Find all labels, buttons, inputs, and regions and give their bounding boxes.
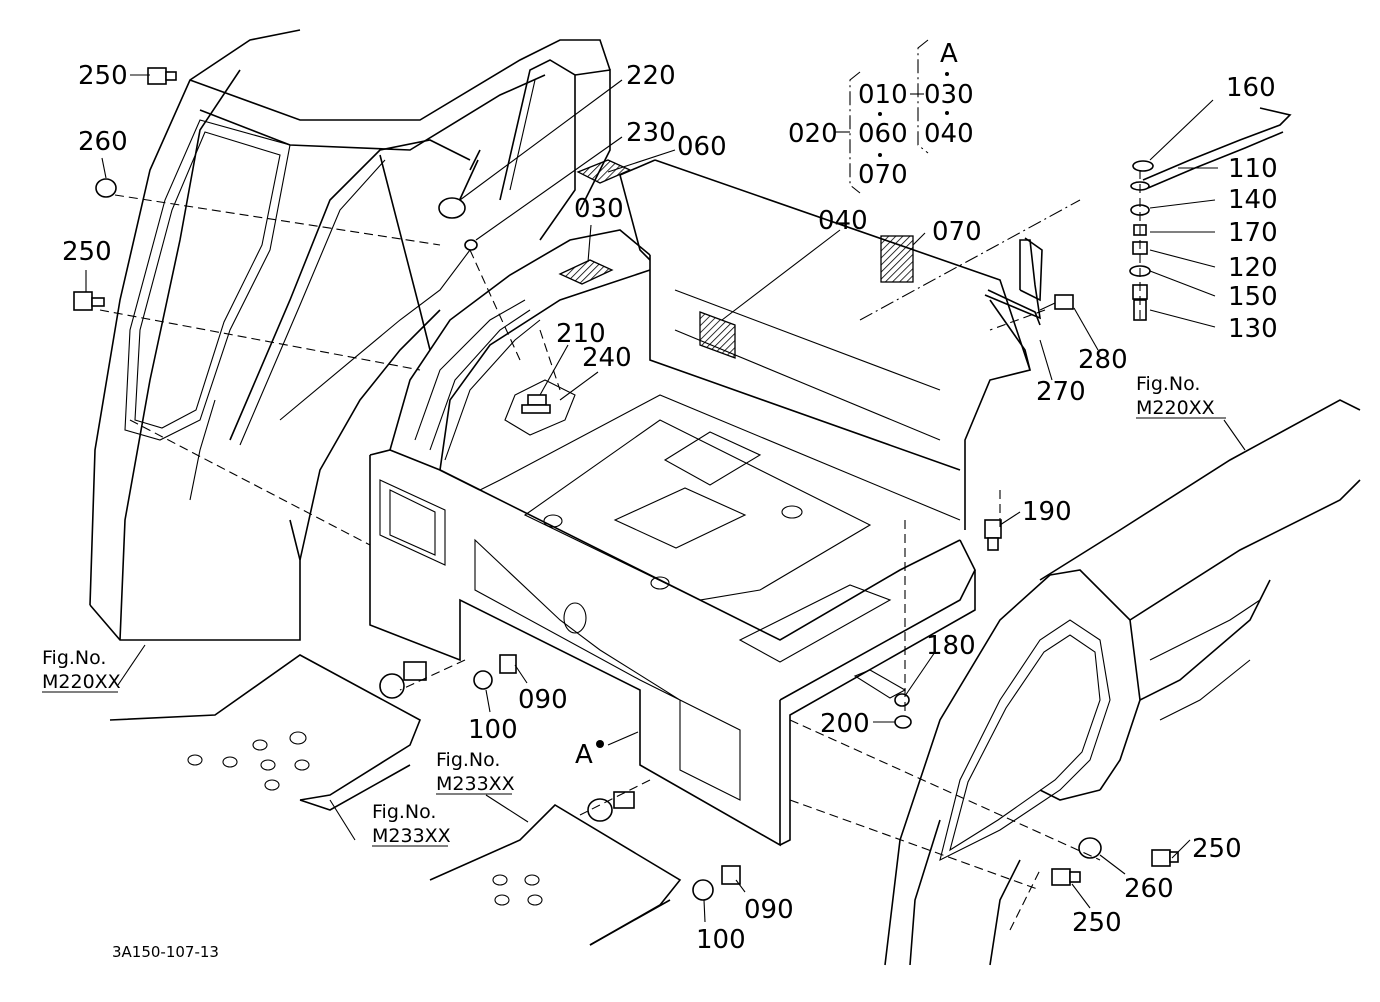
fig-ref-right-number: M220XX: [1136, 397, 1215, 419]
right-fender: [884, 399, 1361, 966]
callout-240: 240: [582, 343, 632, 373]
fig-ref-mid-label: Fig.No.: [436, 749, 500, 771]
left-step-plate: [109, 654, 422, 811]
legend-dot-2: [878, 153, 882, 157]
callout-160: 160: [1226, 73, 1276, 103]
fig-ref-low-label: Fig.No.: [372, 801, 436, 823]
legend-brackets: [835, 39, 949, 194]
fig-ref-left-label: Fig.No.: [42, 647, 106, 669]
callout-200: 200: [820, 709, 870, 739]
alignment-lines: [99, 170, 1141, 931]
leader-lines: [85, 74, 1246, 923]
grommet-230: [464, 239, 478, 251]
callout-250-top-left: 250: [78, 61, 128, 91]
callout-250-bottom-right-1: 250: [1192, 834, 1242, 864]
bolt-280: [1039, 294, 1074, 311]
legend-a: A: [940, 39, 958, 69]
callout-110: 110: [1228, 154, 1278, 184]
bracket-270: [987, 237, 1043, 326]
callout-060: 060: [677, 132, 727, 162]
bolt-250-tl: [147, 67, 177, 85]
callout-140: 140: [1228, 185, 1278, 215]
legend-dot-3: [945, 72, 949, 76]
fig-ref-low-number: M233XX: [372, 825, 451, 847]
bolt-250-br1: [1151, 849, 1179, 867]
callout-090-right: 090: [744, 895, 794, 925]
legend-030: 030: [924, 80, 974, 110]
decal-040: [699, 311, 736, 359]
left-fender: [89, 29, 611, 641]
legend-070: 070: [858, 160, 908, 190]
legend-060: 060: [858, 119, 908, 149]
latch-210: [504, 379, 576, 436]
callout-260-left: 260: [78, 127, 128, 157]
callout-190: 190: [1022, 497, 1072, 527]
callout-260-bottom-right: 260: [1124, 874, 1174, 904]
callout-230: 230: [626, 118, 676, 148]
decal-060: [576, 159, 632, 184]
pad-180: [853, 669, 910, 707]
callout-130: 130: [1228, 314, 1278, 344]
callout-030: 030: [574, 194, 624, 224]
fig-ref-left-number: M220XX: [42, 671, 121, 693]
callout-100-left: 100: [468, 715, 518, 745]
legend-dot-4: [945, 111, 949, 115]
mount-right-090: [587, 791, 741, 901]
right-step-plate: [429, 803, 682, 946]
callout-a-mid: A: [575, 740, 593, 770]
callout-150: 150: [1228, 282, 1278, 312]
decal-070: [880, 235, 914, 283]
callout-090-left: 090: [518, 685, 568, 715]
legend-040: 040: [924, 119, 974, 149]
callout-labels: 250 260 250 220 230 060 030 040 070 010 …: [62, 39, 1278, 955]
callout-280: 280: [1078, 345, 1128, 375]
bolt-190: [984, 519, 1002, 551]
nut-200: [894, 715, 912, 729]
callout-040: 040: [818, 206, 868, 236]
fig-ref-mid-number: M233XX: [436, 773, 515, 795]
washer-260-l: [95, 178, 117, 198]
callout-070: 070: [932, 217, 982, 247]
callout-250-left: 250: [62, 237, 112, 267]
decal-030: [558, 259, 614, 285]
drawing-code: 3A150-107-13: [112, 943, 219, 961]
seat-deck-panel: [369, 159, 1042, 847]
bolt-250-br2: [1051, 868, 1081, 886]
callout-210: 210: [556, 319, 606, 349]
callout-220: 220: [626, 61, 676, 91]
callout-100-right: 100: [696, 925, 746, 955]
figure-references: Fig.No. M220XX Fig.No. M220XX Fig.No. M2…: [42, 373, 1226, 847]
callout-250-bottom-right-2: 250: [1072, 908, 1122, 938]
legend-dot-1: [878, 112, 882, 116]
callout-120: 120: [1228, 253, 1278, 283]
bolt-250-l: [73, 291, 105, 311]
mount-left-090: [379, 654, 517, 699]
callout-270: 270: [1036, 377, 1086, 407]
lever-220: [438, 149, 481, 219]
legend-020: 020: [788, 119, 838, 149]
fig-ref-right-label: Fig.No.: [1136, 373, 1200, 395]
point-a-dot: [596, 740, 604, 748]
callout-180: 180: [926, 631, 976, 661]
callout-170: 170: [1228, 218, 1278, 248]
legend-010: 010: [858, 80, 908, 110]
